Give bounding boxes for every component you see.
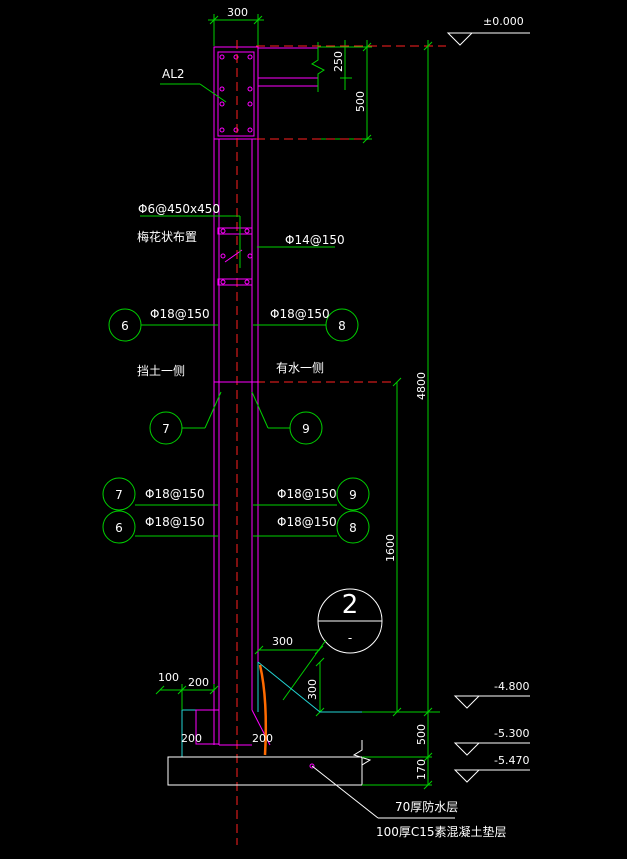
dim-200-left-label: 200 <box>181 732 202 745</box>
rebar-callout-6-low: 6 Φ18@150 <box>102 510 218 544</box>
bar-6-top-label: Φ18@150 <box>150 307 210 321</box>
layer-notes: 70厚防水层 100厚C15素混凝土垫层 <box>311 765 507 839</box>
bubble-7-mid-number: 7 <box>162 422 170 436</box>
bubble-6-top-number: 6 <box>121 319 129 333</box>
rebar-callout-9-low: 9 Φ18@150 <box>253 477 370 511</box>
dim-100-label: 100 <box>158 671 179 684</box>
soil-side-label: 挡土一侧 <box>137 364 185 378</box>
bar-6-low-label: Φ18@150 <box>145 515 205 529</box>
bar-7-label: Φ18@150 <box>145 487 205 501</box>
bubble-9-low-number: 9 <box>349 488 357 502</box>
rebar-callout-7-mid: 7 <box>149 391 222 445</box>
dim-1600-label: 1600 <box>384 534 397 562</box>
bar-9-label: Φ18@150 <box>277 487 337 501</box>
bubble-8-top-number: 8 <box>338 319 346 333</box>
tie-bars <box>217 227 253 286</box>
rebar-callout-6-top: 6 Φ18@150 <box>108 307 218 342</box>
elev-5470-label: -5.470 <box>494 754 529 767</box>
elevation-zero-label: ±0.000 <box>483 15 524 28</box>
dim-170-label: 170 <box>415 759 428 780</box>
dim-4800-label: 4800 <box>415 372 428 400</box>
bubble-7-low-number: 7 <box>115 488 123 502</box>
elevation-zero-marker: ±0.000 <box>446 15 530 46</box>
top-width-label: 300 <box>227 6 248 19</box>
beam-label-group: AL2 <box>160 67 227 103</box>
height-dimension-1600: 1600 <box>384 377 402 717</box>
elev-4800-label: -4.800 <box>494 680 529 693</box>
water-side-label: 有水一侧 <box>276 361 324 375</box>
haunch-dimensions: 300 300 <box>254 635 325 717</box>
elevation-markers-bottom: -4.800 -5.300 -5.470 500 170 <box>362 680 530 790</box>
layer-1-label: 70厚防水层 <box>395 799 458 814</box>
top-beam-AL2 <box>213 42 325 140</box>
wall-body <box>213 139 259 745</box>
elev-5300-label: -5.300 <box>494 727 529 740</box>
dim-200-top-label: 200 <box>188 676 209 689</box>
rebar-callout-9-mid: 9 <box>251 391 323 445</box>
layer-2-label: 100厚C15素混凝土垫层 <box>376 824 507 839</box>
beam-depth-dimensions: 250 500 <box>318 40 372 144</box>
tie-layout-label: 梅花状布置 <box>137 229 197 244</box>
dim-500-bot-label: 500 <box>415 724 428 745</box>
bubble-9-mid-number: 9 <box>302 422 310 436</box>
section-number: 2 <box>342 590 359 620</box>
beam-rebar-dots <box>219 54 253 133</box>
tie-spec-label: Φ6@450x450 <box>138 202 220 216</box>
bar-8-low-label: Φ18@150 <box>277 515 337 529</box>
dim-300-v-label: 300 <box>306 679 319 700</box>
bubble-8-low-number: 8 <box>349 521 357 535</box>
dim-200-right-label: 200 <box>252 732 273 745</box>
dim-300-h-label: 300 <box>272 635 293 648</box>
height-dimension-4800: 4800 <box>415 40 433 717</box>
bar-8-top-label: Φ18@150 <box>270 307 330 321</box>
base-left-dimensions: 100 200 200 200 <box>155 671 273 745</box>
dim-500-top-label: 500 <box>354 91 367 112</box>
beam-name-label: AL2 <box>162 67 185 81</box>
base-slab <box>167 661 372 786</box>
rebar-callout-7-low: 7 Φ18@150 <box>102 477 218 511</box>
horiz-bar-label: Φ14@150 <box>285 233 345 247</box>
bubble-6-low-number: 6 <box>115 521 123 535</box>
top-width-dimension: 300 <box>208 6 264 46</box>
rebar-callout-8-low: 8 Φ18@150 <box>253 510 370 544</box>
section-sub: - <box>348 631 352 645</box>
rebar-callout-8-top: 8 Φ18@150 <box>253 307 359 342</box>
dim-250-label: 250 <box>332 51 345 72</box>
section-callout-2: 2 - <box>282 588 383 701</box>
tie-spec-label-group: Φ6@450x450 梅花状布置 Φ14@150 <box>137 202 345 268</box>
